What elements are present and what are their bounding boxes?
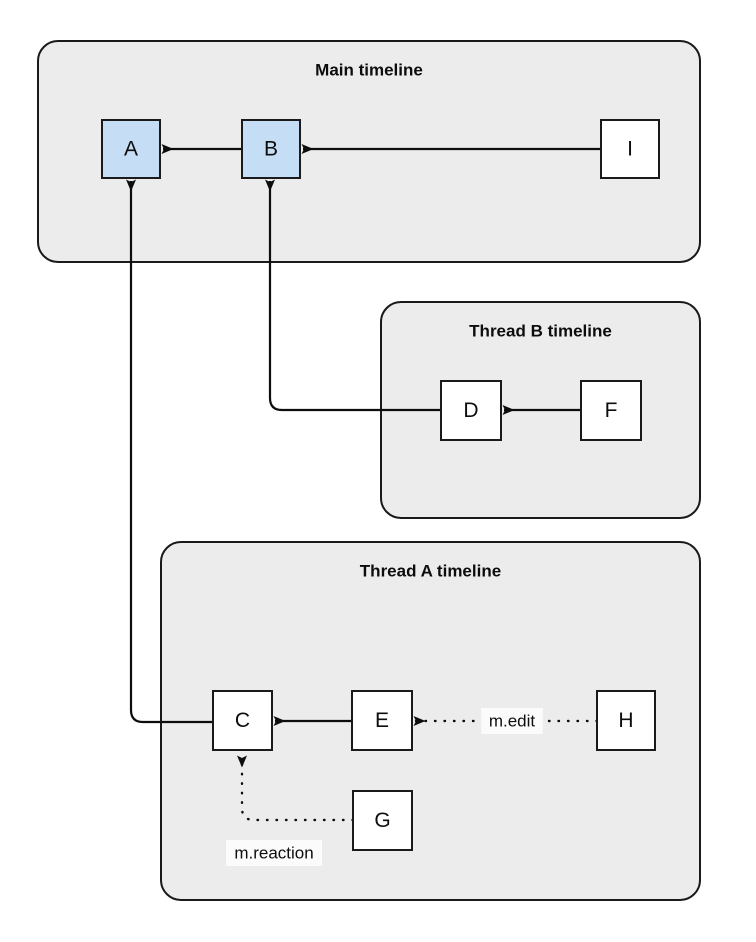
node-box-B[interactable]: [241, 119, 301, 179]
node-box-I[interactable]: [600, 119, 660, 179]
node-label-G: G: [374, 809, 390, 832]
node-label-I: I: [627, 138, 633, 161]
panel-title-thread_b: Thread B timeline: [469, 321, 612, 340]
node-label-E: E: [375, 709, 389, 732]
node-box-F[interactable]: [580, 380, 642, 441]
edge-label-background-g-to-c: [226, 840, 322, 866]
node-H[interactable]: H: [596, 690, 656, 751]
node-label-D: D: [463, 399, 478, 422]
node-I[interactable]: I: [600, 119, 660, 179]
node-label-B: B: [264, 138, 278, 161]
node-A[interactable]: A: [101, 119, 161, 179]
node-E[interactable]: E: [351, 690, 413, 751]
edges-layer: [126, 144, 601, 822]
node-box-E[interactable]: [351, 690, 413, 751]
node-box-C[interactable]: [212, 690, 273, 751]
edge-d-to-b: [265, 179, 441, 412]
node-label-F: F: [605, 399, 618, 422]
panel-background-main: [37, 40, 701, 263]
node-label-H: H: [618, 709, 633, 732]
edge-label-g-to-c: m.reaction: [226, 840, 322, 866]
edge-labels-layer: m.edit m.reaction: [226, 708, 543, 866]
edge-label-text-g-to-c: m.reaction: [234, 843, 313, 862]
node-B[interactable]: B: [241, 119, 301, 179]
edge-label-h-to-e: m.edit: [481, 708, 543, 734]
node-box-A[interactable]: [101, 119, 161, 179]
panel-main: Main timeline: [37, 40, 701, 263]
node-label-A: A: [124, 138, 138, 161]
node-label-C: C: [235, 709, 250, 732]
node-D[interactable]: D: [440, 380, 502, 441]
edge-label-text-h-to-e: m.edit: [489, 711, 536, 730]
node-G[interactable]: G: [352, 790, 413, 851]
nodes-layer: A B I D F C E H G: [101, 119, 660, 851]
node-box-G[interactable]: [352, 790, 413, 851]
edge-label-background-h-to-e: [481, 708, 543, 734]
panel-title-thread_a: Thread A timeline: [360, 561, 501, 580]
node-C[interactable]: C: [212, 690, 273, 751]
node-box-D[interactable]: [440, 380, 502, 441]
node-box-H[interactable]: [596, 690, 656, 751]
edge-c-to-a: [126, 179, 213, 724]
panel-title-main: Main timeline: [315, 60, 423, 79]
node-F[interactable]: F: [580, 380, 642, 441]
